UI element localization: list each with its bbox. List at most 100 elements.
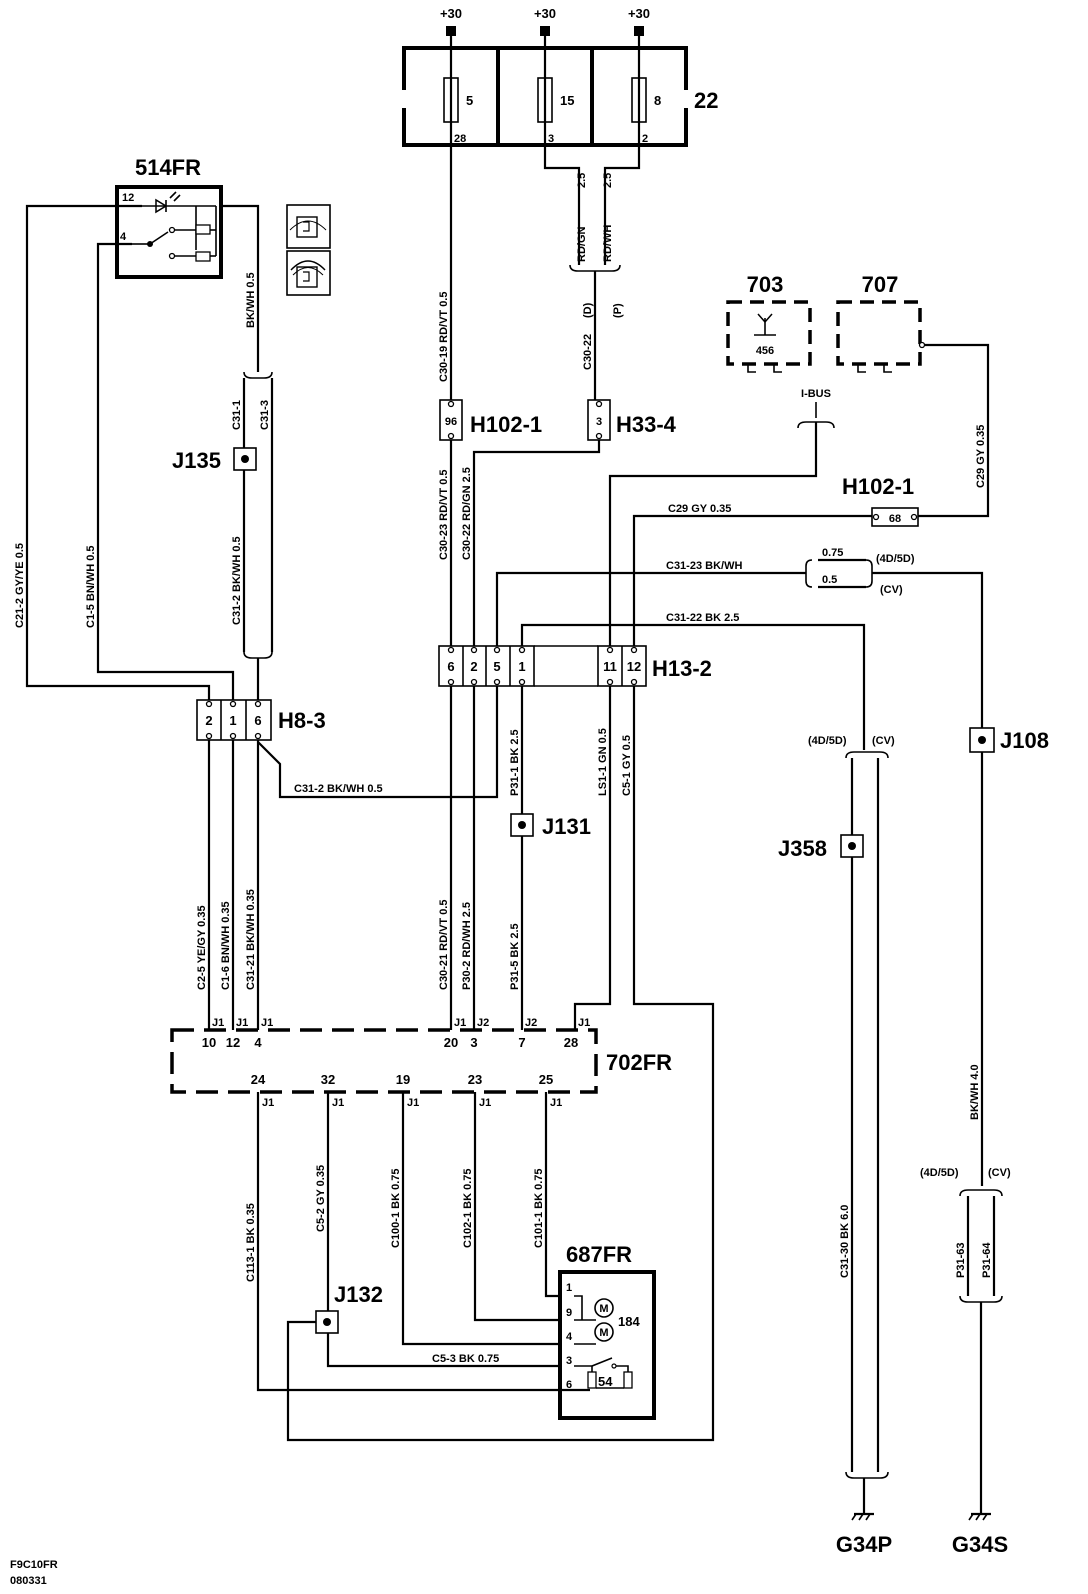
- ground-g34s-label: G34S: [952, 1532, 1008, 1557]
- wire-size-rdgn: 2.5: [576, 173, 588, 188]
- wire-label-c5-1: C5-1 GY 0.5: [621, 735, 633, 796]
- component-687fr: 687FR 1 9 4 3 6 M M 184 54: [558, 1242, 656, 1420]
- wire-label-c100-1: C100-1 BK 0.75: [390, 1169, 402, 1249]
- component-702fr: 702FR J1 J1 J1 J1 J2 J2 J1 10 12 4 20 3 …: [170, 1017, 672, 1109]
- fuse-5-pin: 28: [454, 133, 466, 145]
- fuse-5-label: 5: [466, 93, 473, 108]
- wire-label-c1-5: C1-5 BN/WH 0.5: [85, 545, 97, 628]
- wires-514fr: BK/WH 0.5 C31-1 C31-3 C31-2 BK/WH 0.5 C2…: [14, 204, 274, 700]
- h102-mid-pin: 68: [889, 513, 901, 525]
- h8-pin: 6: [254, 713, 261, 728]
- wire-label-c31-21: C31-21 BK/WH 0.35: [245, 889, 257, 990]
- wire-label-c21-2: C21-2 GY/YE 0.5: [14, 543, 26, 628]
- svg-text:M: M: [599, 1327, 608, 1339]
- ecu-top-pin: 20: [444, 1035, 458, 1050]
- connector-h102-1-top: 96 H102-1: [439, 399, 542, 441]
- wire-label-bkwh-40: BK/WH 4.0: [969, 1064, 981, 1120]
- supply-label-2: +30: [534, 6, 556, 21]
- wire-label-c31-1: C31-1: [231, 400, 243, 430]
- fuse-8-pin: 2: [642, 133, 648, 145]
- variant-4d5d-right: (4D/5D): [920, 1167, 959, 1179]
- pin-687: 1: [566, 1282, 572, 1294]
- wire-label-c2-5: C2-5 YE/GY 0.35: [196, 905, 208, 990]
- wire-label-bkwh-top: BK/WH 0.5: [245, 272, 257, 328]
- wires-fuse-outputs: C30-19 RD/VT 0.5 2.5 2.5 RD/GN RD/WH (D)…: [438, 145, 641, 400]
- h13-pin: 12: [627, 659, 641, 674]
- wire-size-075: 0.75: [822, 547, 843, 559]
- antenna-icon: [757, 313, 773, 324]
- ecu-bottom-pin: 32: [321, 1072, 335, 1087]
- h102-top-pin: 96: [445, 416, 457, 428]
- ibus-label: I-BUS: [801, 388, 831, 400]
- wires-c31-23-c31-22: C31-23 BK/WH 0.75 0.5 (4D/5D) (CV) C31-2…: [495, 547, 984, 750]
- ecu-top-pin: 10: [202, 1035, 216, 1050]
- wire-label-c31-23: C31-23 BK/WH: [666, 560, 742, 572]
- drawing-code: F9C10FR: [10, 1559, 58, 1571]
- pin-687: 4: [566, 1331, 573, 1343]
- wires-h102-h33-to-h13: C30-23 RD/VT 0.5 C30-22 RD/GN 2.5: [438, 440, 601, 646]
- variant-4d5d-j358: (4D/5D): [808, 735, 847, 747]
- ecu-bottom-cav: J1: [332, 1097, 344, 1109]
- fuse-box-label: 22: [694, 88, 718, 113]
- wires-c29: C29 GY 0.35 68 H102-1 C29 GY 0.35: [632, 343, 990, 646]
- wire-label-c31-2: C31-2 BK/WH 0.5: [231, 536, 243, 625]
- wire-size-rdwh: 2.5: [602, 173, 614, 188]
- junction-j108-label: J108: [1000, 728, 1049, 753]
- pin-514-12: 12: [122, 192, 134, 204]
- motor-icon: [594, 1298, 614, 1318]
- supply-terminals: +30 +30 +30: [440, 6, 650, 48]
- pin-514-4: 4: [120, 231, 127, 243]
- junction-j358-label: J358: [778, 836, 827, 861]
- wire-label-p30-2: P30-2 RD/WH 2.5: [461, 902, 473, 990]
- wire-label-c29-h: C29 GY 0.35: [668, 503, 731, 515]
- ecu-bottom-pin: 23: [468, 1072, 482, 1087]
- ground-g34p-label: G34P: [836, 1532, 892, 1557]
- ecu-top-pin: 3: [470, 1035, 477, 1050]
- variant-4d5d-mid: (4D/5D): [876, 553, 915, 565]
- wire-label-c31-22: C31-22 BK 2.5: [666, 612, 739, 624]
- component-703-pin: 456: [756, 345, 774, 357]
- wire-label-c5-3: C5-3 BK 0.75: [432, 1353, 499, 1365]
- pin-687: 9: [566, 1307, 572, 1319]
- wires-702-to-687: C113-1 BK 0.35 C5-2 GY 0.35 C100-1 BK 0.…: [245, 1092, 590, 1392]
- wires-h13-to-702: P31-1 BK 2.5 LS1-1 GN 0.5 C5-1 GY 0.5 C3…: [286, 686, 715, 1442]
- led-icon: [155, 198, 168, 214]
- ecu-top-cav: J1: [454, 1017, 466, 1029]
- drawing-date: 080331: [10, 1575, 47, 1587]
- wire-label-c31-30: C31-30 BK 6.0: [839, 1205, 851, 1278]
- variant-p-top: (P): [612, 303, 624, 318]
- connector-h102-1-mid-label: H102-1: [842, 474, 914, 499]
- resistor-icon: [195, 224, 211, 235]
- wire-label-c30-19: C30-19 RD/VT 0.5: [438, 292, 450, 382]
- wire-label-c1-6: C1-6 BN/WH 0.35: [220, 901, 232, 990]
- wire-label-p31-5: P31-5 BK 2.5: [509, 923, 521, 990]
- svg-text:M: M: [599, 1303, 608, 1315]
- connector-h33-4: 3 H33-4: [587, 399, 677, 441]
- ecu-top-cav: J1: [236, 1017, 248, 1029]
- component-687-switch: 54: [598, 1374, 613, 1389]
- ecu-top-cav: J2: [477, 1017, 489, 1029]
- h13-pin: 6: [447, 659, 454, 674]
- component-707-label: 707: [862, 272, 899, 297]
- connector-h8-3-label: H8-3: [278, 708, 326, 733]
- component-514fr: 514FR 12 4: [115, 155, 223, 279]
- h13-pin: 11: [603, 659, 617, 674]
- ecu-bottom-pin: 24: [251, 1072, 266, 1087]
- variant-cv-j358: (CV): [872, 735, 895, 747]
- pin-687: 3: [566, 1355, 572, 1367]
- ecu-top-cav: J1: [261, 1017, 273, 1029]
- h13-pin: 1: [518, 659, 525, 674]
- junction-j132-label: J132: [334, 1282, 383, 1307]
- ibus-line: I-BUS: [608, 388, 835, 646]
- connector-h13-2-label: H13-2: [652, 656, 712, 681]
- ecu-bottom-cav: J1: [262, 1097, 274, 1109]
- supply-label-1: +30: [440, 6, 462, 21]
- component-703-label: 703: [747, 272, 784, 297]
- wire-label-c31-2-h: C31-2 BK/WH 0.5: [294, 783, 383, 795]
- wire-label-c101-1: C101-1 BK 0.75: [533, 1169, 545, 1249]
- connector-h33-4-label: H33-4: [616, 412, 677, 437]
- fuse-box-22: 5 15 8 28 3 2 22: [402, 46, 718, 147]
- wire-label-p31-64: P31-64: [981, 1242, 993, 1278]
- h8-pin: 1: [229, 713, 236, 728]
